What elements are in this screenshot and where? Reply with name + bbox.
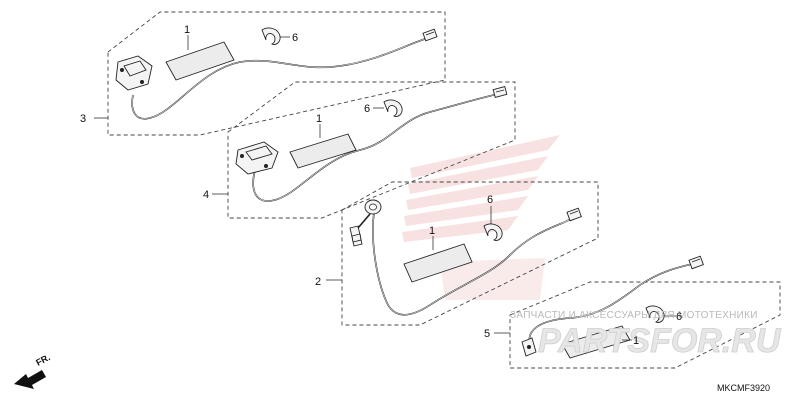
diagram-code: MKCMF3920 [717, 383, 770, 393]
assembly-5 [494, 255, 781, 369]
label-part-5: 5 [484, 328, 490, 340]
label-part-6-b: 6 [364, 103, 370, 115]
assembly-4-connector [492, 86, 508, 98]
assembly-3-module [115, 55, 153, 91]
assembly-2 [326, 181, 599, 326]
label-part-6-d: 6 [676, 311, 682, 323]
assembly-3-pad [165, 41, 235, 81]
assembly-5-connector [688, 255, 704, 270]
assembly-2-pad [403, 243, 473, 283]
assembly-2-plug [349, 213, 371, 247]
front-direction-arrow-icon [14, 370, 46, 389]
label-part-2: 2 [315, 276, 321, 288]
label-part-1-d: 1 [633, 335, 639, 347]
assembly-3-clip [261, 27, 281, 45]
assembly-4-pad [289, 133, 357, 169]
label-part-6-a: 6 [292, 32, 298, 44]
assembly-3 [94, 11, 446, 136]
assembly-2-grommet [364, 199, 382, 215]
assembly-4-wire [252, 93, 499, 202]
assembly-4-clip [383, 99, 403, 117]
label-part-1-c: 1 [429, 225, 435, 237]
assembly-2-clip [483, 223, 503, 241]
label-part-1-a: 1 [184, 24, 190, 36]
front-direction-label: FR. [34, 352, 51, 368]
label-part-3: 3 [80, 113, 86, 125]
watermark-big-text: PARTSFOR.RU [538, 322, 782, 360]
assembly-4-module [235, 141, 279, 175]
label-part-6-c: 6 [487, 194, 493, 206]
assembly-2-connector [566, 207, 582, 222]
assembly-3-connector [422, 28, 438, 42]
label-part-1-b: 1 [316, 113, 322, 125]
assembly-5-plug [521, 337, 537, 357]
assembly-2-outline [341, 181, 599, 326]
assembly-3-outline [107, 11, 446, 136]
assembly-5-outline [509, 281, 781, 369]
watermark-top-text: ЗАПЧАСТИ И АКСЕССУАРЫ ДЛЯ МОТОТЕХНИКИ [510, 310, 758, 321]
assembly-5-clip [645, 305, 665, 323]
assembly-4 [212, 81, 516, 219]
label-part-4: 4 [203, 189, 209, 201]
